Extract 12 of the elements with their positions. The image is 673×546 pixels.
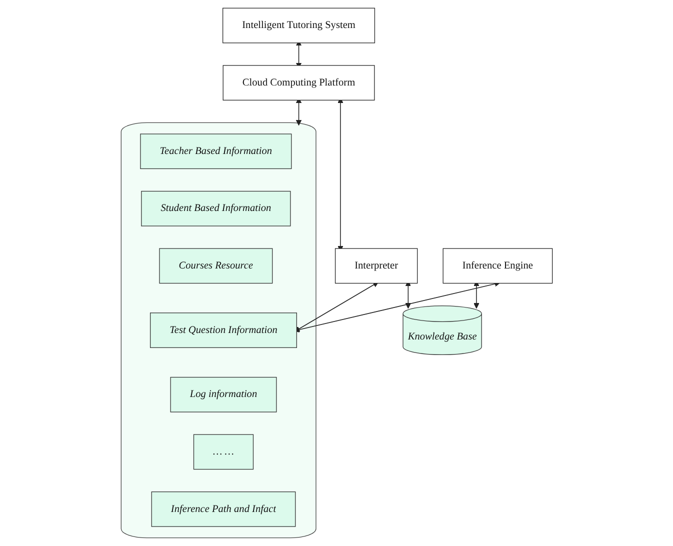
node-box: … …	[193, 434, 254, 470]
node-box: Test Question Information	[150, 312, 297, 348]
node-box: Cloud Computing Platform	[222, 65, 375, 101]
node-box: Courses Resource	[158, 248, 272, 284]
cluster	[120, 122, 316, 538]
node-box: Inference Path and Infact	[151, 492, 296, 527]
node-box: Inference Engine	[442, 248, 552, 284]
node-box: Intelligent Tutoring System	[222, 8, 375, 44]
node-box: Teacher Based Information	[140, 134, 292, 170]
node-box: Log information	[170, 376, 276, 412]
node-box: Student Based Information	[140, 190, 291, 226]
node-box: Interpreter	[334, 248, 418, 284]
